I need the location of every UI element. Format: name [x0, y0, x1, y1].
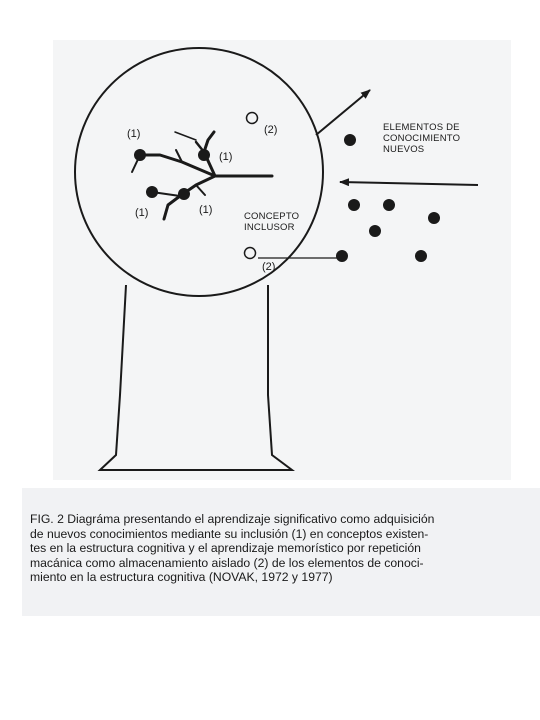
new-element-dot [336, 250, 348, 262]
subsumed-node [178, 188, 190, 200]
incoming-arrow [339, 178, 479, 187]
inclusion-label: (1) [127, 128, 140, 140]
isolation-label: (2) [264, 124, 277, 136]
new-element-dot [344, 134, 356, 146]
caption-panel [22, 488, 540, 616]
new-elements-label: CONOCIMIENTO [383, 133, 460, 144]
new-element-dot [348, 199, 360, 211]
subsumed-node [146, 186, 158, 198]
new-element-dot [383, 199, 395, 211]
outgoing-arrow [315, 89, 371, 136]
subsumed-node [134, 149, 146, 161]
new-elements-label: ELEMENTOS DE [383, 122, 460, 133]
caption-line: miento en la estructura cognitiva (NOVAK… [30, 570, 333, 585]
cognitive-structure-circle [74, 47, 324, 297]
inclusion-label: (1) [199, 204, 212, 216]
isolated-element [245, 111, 259, 125]
isolated-element [243, 246, 257, 260]
new-elements-label: NUEVOS [383, 144, 424, 155]
subsumed-node [198, 149, 210, 161]
inclusion-label: (1) [135, 207, 148, 219]
new-element-dot [369, 225, 381, 237]
figure-caption: FIG. 2 Diagráma presentando el aprendiza… [30, 512, 534, 585]
new-element-dot [428, 212, 440, 224]
new-knowledge-elements [336, 134, 440, 262]
caption-line: de nuevos conocimientos mediante su incl… [30, 526, 429, 541]
new-element-dot [415, 250, 427, 262]
caption-line: tes en la estructura cognitiva y el apre… [30, 541, 421, 556]
concept-label: CONCEPTO [244, 211, 299, 222]
caption-line: FIG. 2 Diagráma presentando el aprendiza… [30, 512, 435, 526]
caption-line: macánica como almacenamiento aislado (2)… [30, 555, 424, 570]
isolation-label: (2) [262, 261, 275, 273]
inclusion-label: (1) [219, 151, 232, 163]
concept-label: INCLUSOR [244, 222, 295, 233]
pedestal [97, 284, 295, 471]
